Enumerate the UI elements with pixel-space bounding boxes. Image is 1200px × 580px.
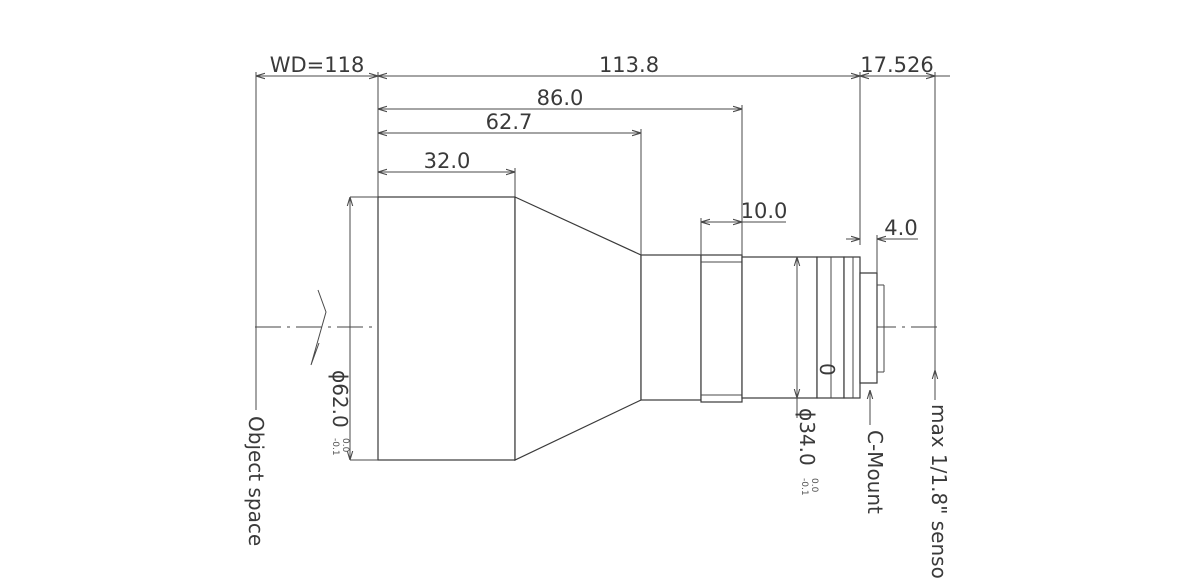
wd-label: WD=118 <box>270 53 365 77</box>
mount-ring <box>843 256 861 399</box>
dia-front-label: ϕ62.0 <box>328 370 352 428</box>
sensor-label: max 1/1.8" sensor <box>927 404 951 580</box>
len-62-7-label: 62.7 <box>486 110 533 134</box>
len-32-label: 32.0 <box>424 149 471 173</box>
lens-body <box>377 196 885 461</box>
object-space-label: Object space <box>244 416 268 546</box>
break-symbol <box>310 289 327 366</box>
focus-ring <box>700 254 743 403</box>
dia-front-tol-upper: 0.0 <box>340 438 350 453</box>
rear-barrel <box>741 256 818 399</box>
total-length-label: 113.8 <box>599 53 659 77</box>
c-mount-label: C-Mount <box>863 430 887 514</box>
flange-label: 17.526 <box>860 53 933 77</box>
len-10-label: 10.0 <box>741 199 788 223</box>
dia-front-tol-lower: -0.1 <box>330 438 340 456</box>
dia-rear-tol-lower: -0.1 <box>799 478 809 496</box>
ring-mark: 0 <box>815 363 839 376</box>
c-mount-thread <box>859 272 878 384</box>
dia-rear-label: ϕ34.0 <box>795 408 819 466</box>
mid-barrel <box>640 254 702 401</box>
taper-section <box>514 196 642 461</box>
dia-rear-tol-upper: 0.0 <box>809 478 819 493</box>
front-barrel <box>377 196 516 461</box>
len-4-label: 4.0 <box>884 216 917 240</box>
len-86-label: 86.0 <box>537 86 584 110</box>
